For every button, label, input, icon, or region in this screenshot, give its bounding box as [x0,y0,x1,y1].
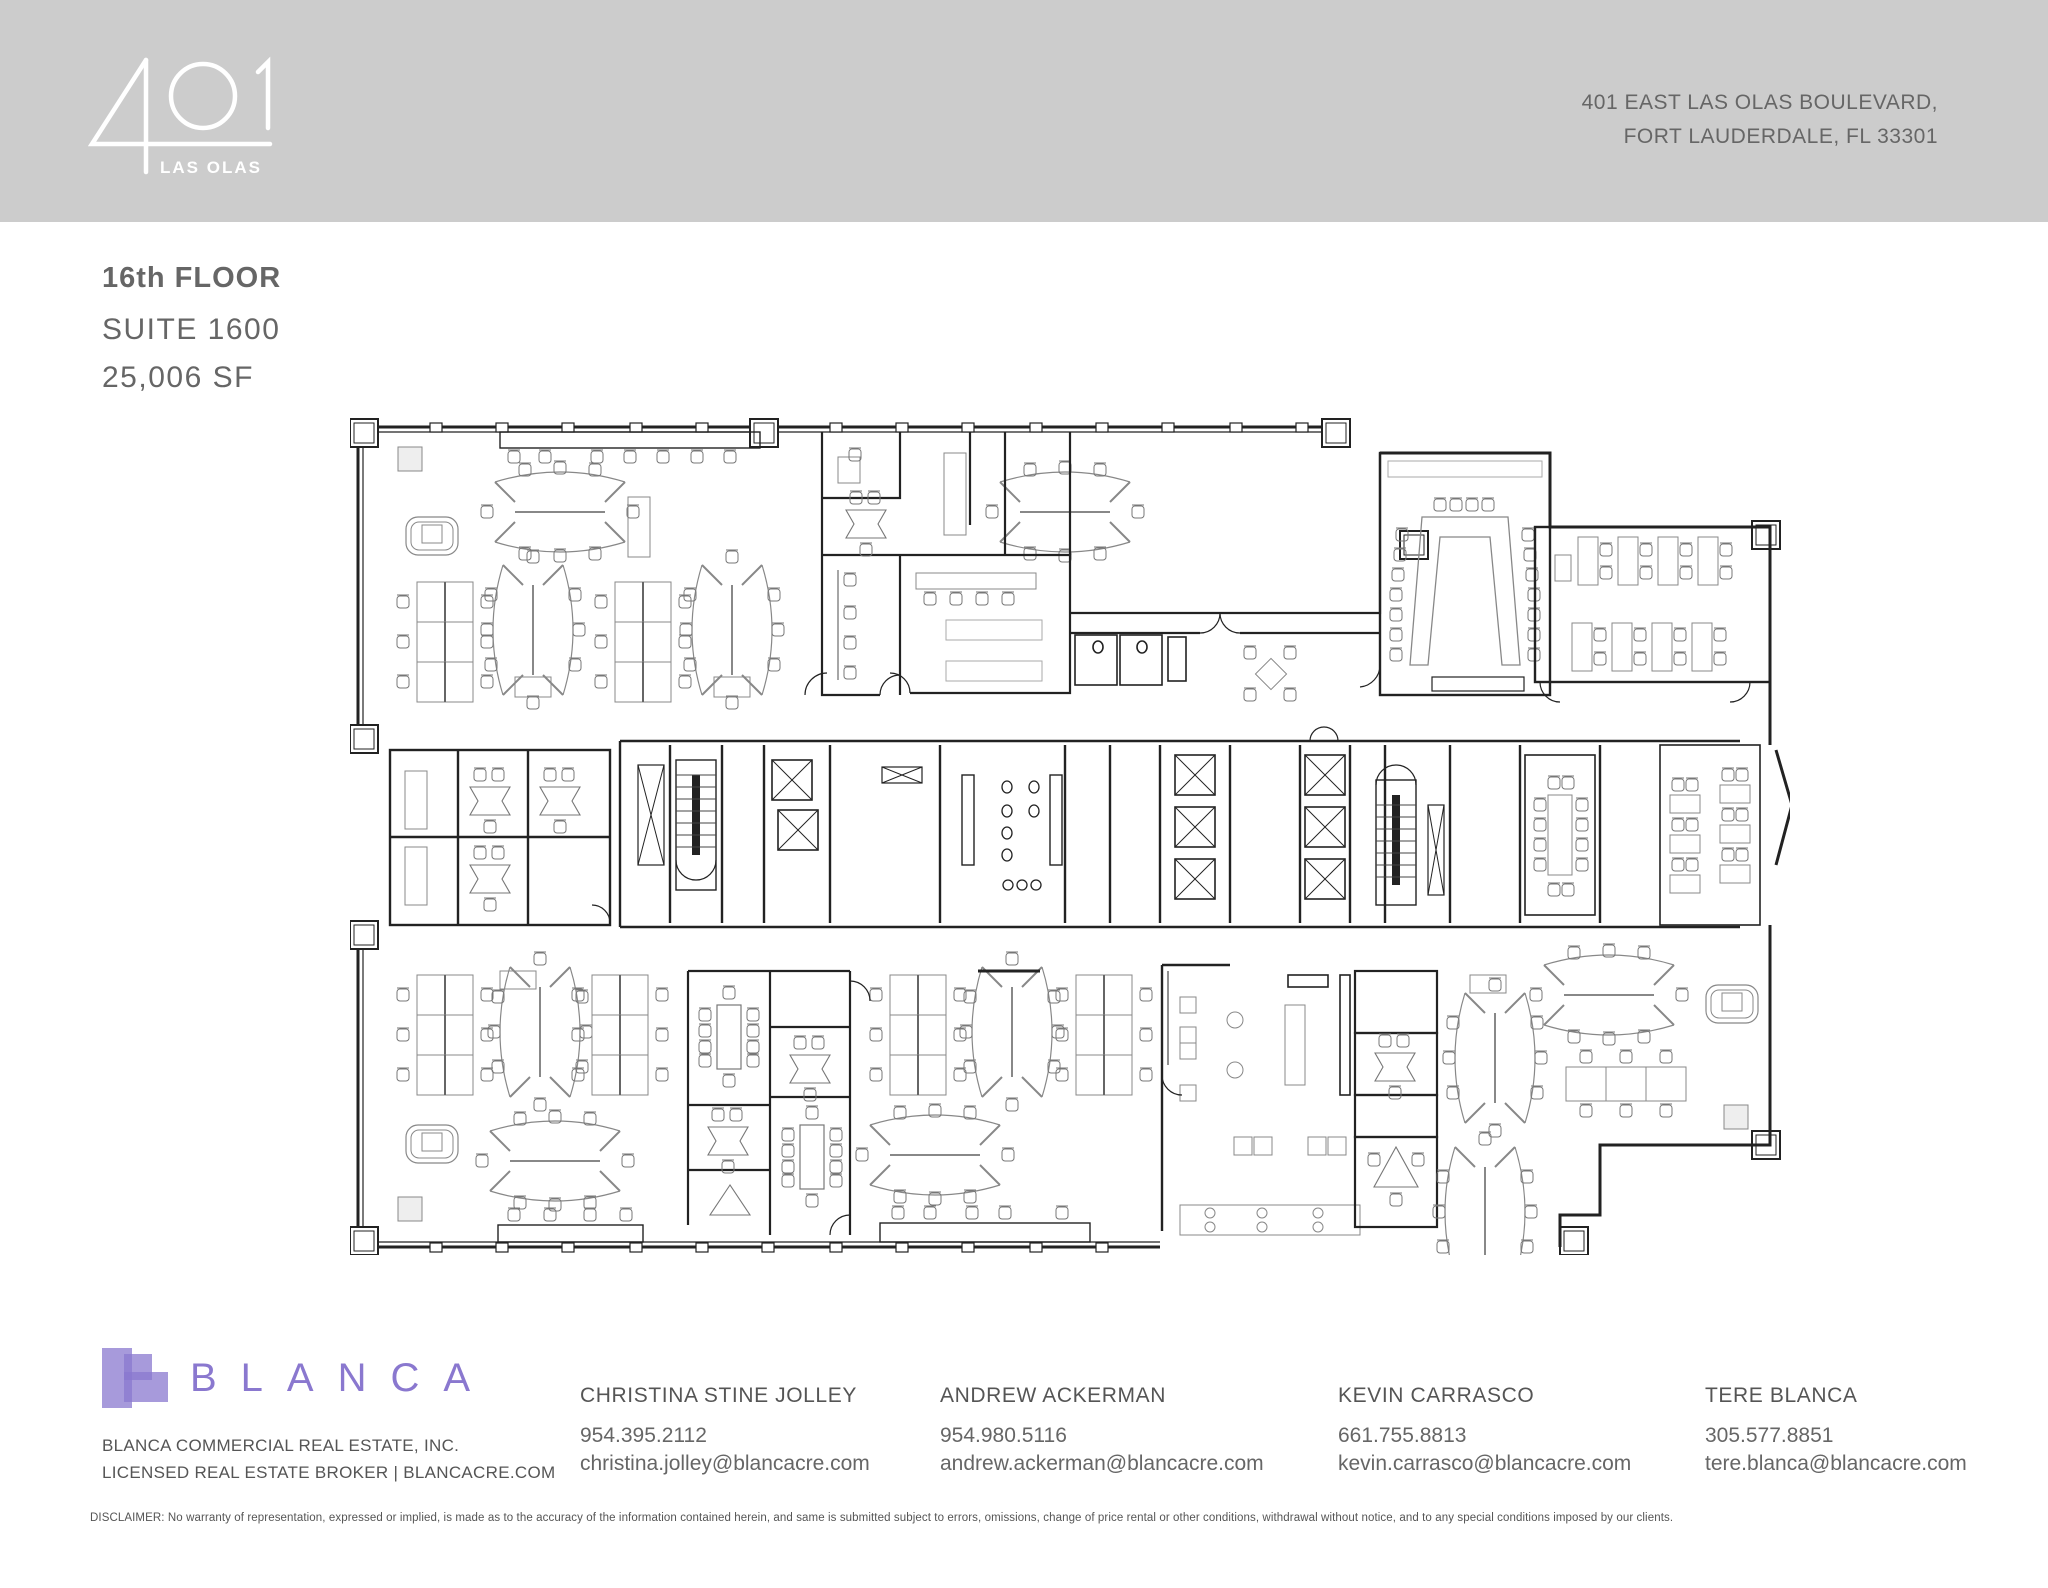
square-footage: 25,006 SF [102,361,254,394]
doors [804,612,1751,1236]
contact-name: ANDREW ACKERMAN [940,1384,1167,1407]
contact-name: KEVIN CARRASCO [1338,1384,1535,1407]
south-open-office [856,952,1790,1243]
south-conference-rooms [686,969,852,1235]
nw-open-office [397,431,1144,709]
west-office-furniture [404,768,611,924]
company-info: BLANCA COMMERCIAL REAL ESTATE, INC. LICE… [102,1432,555,1486]
north-office-furniture [837,447,1043,682]
header-banner: LAS OLAS 401 EAST LAS OLAS BOULEVARD, FO… [0,0,2048,222]
contact-name: TERE BLANCA [1705,1384,1858,1407]
se-open-office [1433,944,1759,1255]
contact-card: ANDREW ACKERMAN 954.980.5116 andrew.acke… [940,1384,1264,1478]
suite-number: SUITE 1600 [102,313,281,346]
401-las-olas-logo: LAS OLAS [88,56,273,176]
contact-card: TERE BLANCA 305.577.8851 tere.blanca@bla… [1705,1384,1967,1478]
contact-email[interactable]: christina.jolley@blancacre.com [580,1452,870,1475]
contact-card: KEVIN CARRASCO 661.755.8813 kevin.carras… [1338,1384,1631,1478]
se-office-furniture [1367,1034,1425,1207]
contact-card: CHRISTINA STINE JOLLEY 954.395.2112 chri… [580,1384,870,1478]
company-license: LICENSED REAL ESTATE BROKER | BLANCACRE.… [102,1463,556,1482]
core-restrooms [961,774,1063,891]
break-room [1160,963,1361,1236]
building-core [618,739,1740,929]
contact-email[interactable]: andrew.ackerman@blancacre.com [940,1452,1264,1475]
core-conference [1524,754,1596,916]
company-name: BLANCA COMMERCIAL REAL ESTATE, INC. [102,1436,460,1455]
floor-info: 16th FLOOR SUITE 1600 25,006 SF [102,262,281,409]
building-address: 401 EAST LAS OLAS BOULEVARD, FORT LAUDER… [1582,86,1938,154]
sw-open-office [397,952,668,1243]
reception-lounge [1243,645,1297,702]
east-core-workroom [1659,744,1761,926]
contact-phone[interactable]: 661.755.8813 [1338,1424,1467,1447]
address-line-2: FORT LAUDERDALE, FL 33301 [1623,125,1938,148]
floor-title: 16th FLOOR [102,262,282,294]
stairwell-west [675,759,717,891]
contact-email[interactable]: tere.blanca@blancacre.com [1705,1452,1967,1475]
contact-phone[interactable]: 954.395.2112 [580,1424,707,1447]
contact-phone[interactable]: 305.577.8851 [1705,1424,1834,1447]
contact-email[interactable]: kevin.carrasco@blancacre.com [1338,1452,1632,1475]
west-offices [388,748,612,927]
training-room [1533,525,1772,684]
contact-phone[interactable]: 954.980.5116 [940,1424,1067,1447]
blanca-logo-icon [102,1348,168,1408]
floor-plan [350,418,1790,1255]
blanca-brand: BLANCA [102,1348,494,1408]
address-line-1: 401 EAST LAS OLAS BOULEVARD, [1581,91,1938,114]
contact-name: CHRISTINA STINE JOLLEY [580,1384,857,1407]
blanca-wordmark: BLANCA [190,1355,495,1400]
north-restrooms [1074,634,1187,686]
boardroom [1378,451,1552,697]
stairwell-east [1375,764,1417,906]
disclaimer: DISCLAIMER: No warranty of representatio… [90,1512,1674,1524]
exterior-walls [356,425,1340,1249]
logo-tagline: LAS OLAS [160,158,262,176]
conference-tables [699,986,842,1216]
elevators [637,754,1445,900]
